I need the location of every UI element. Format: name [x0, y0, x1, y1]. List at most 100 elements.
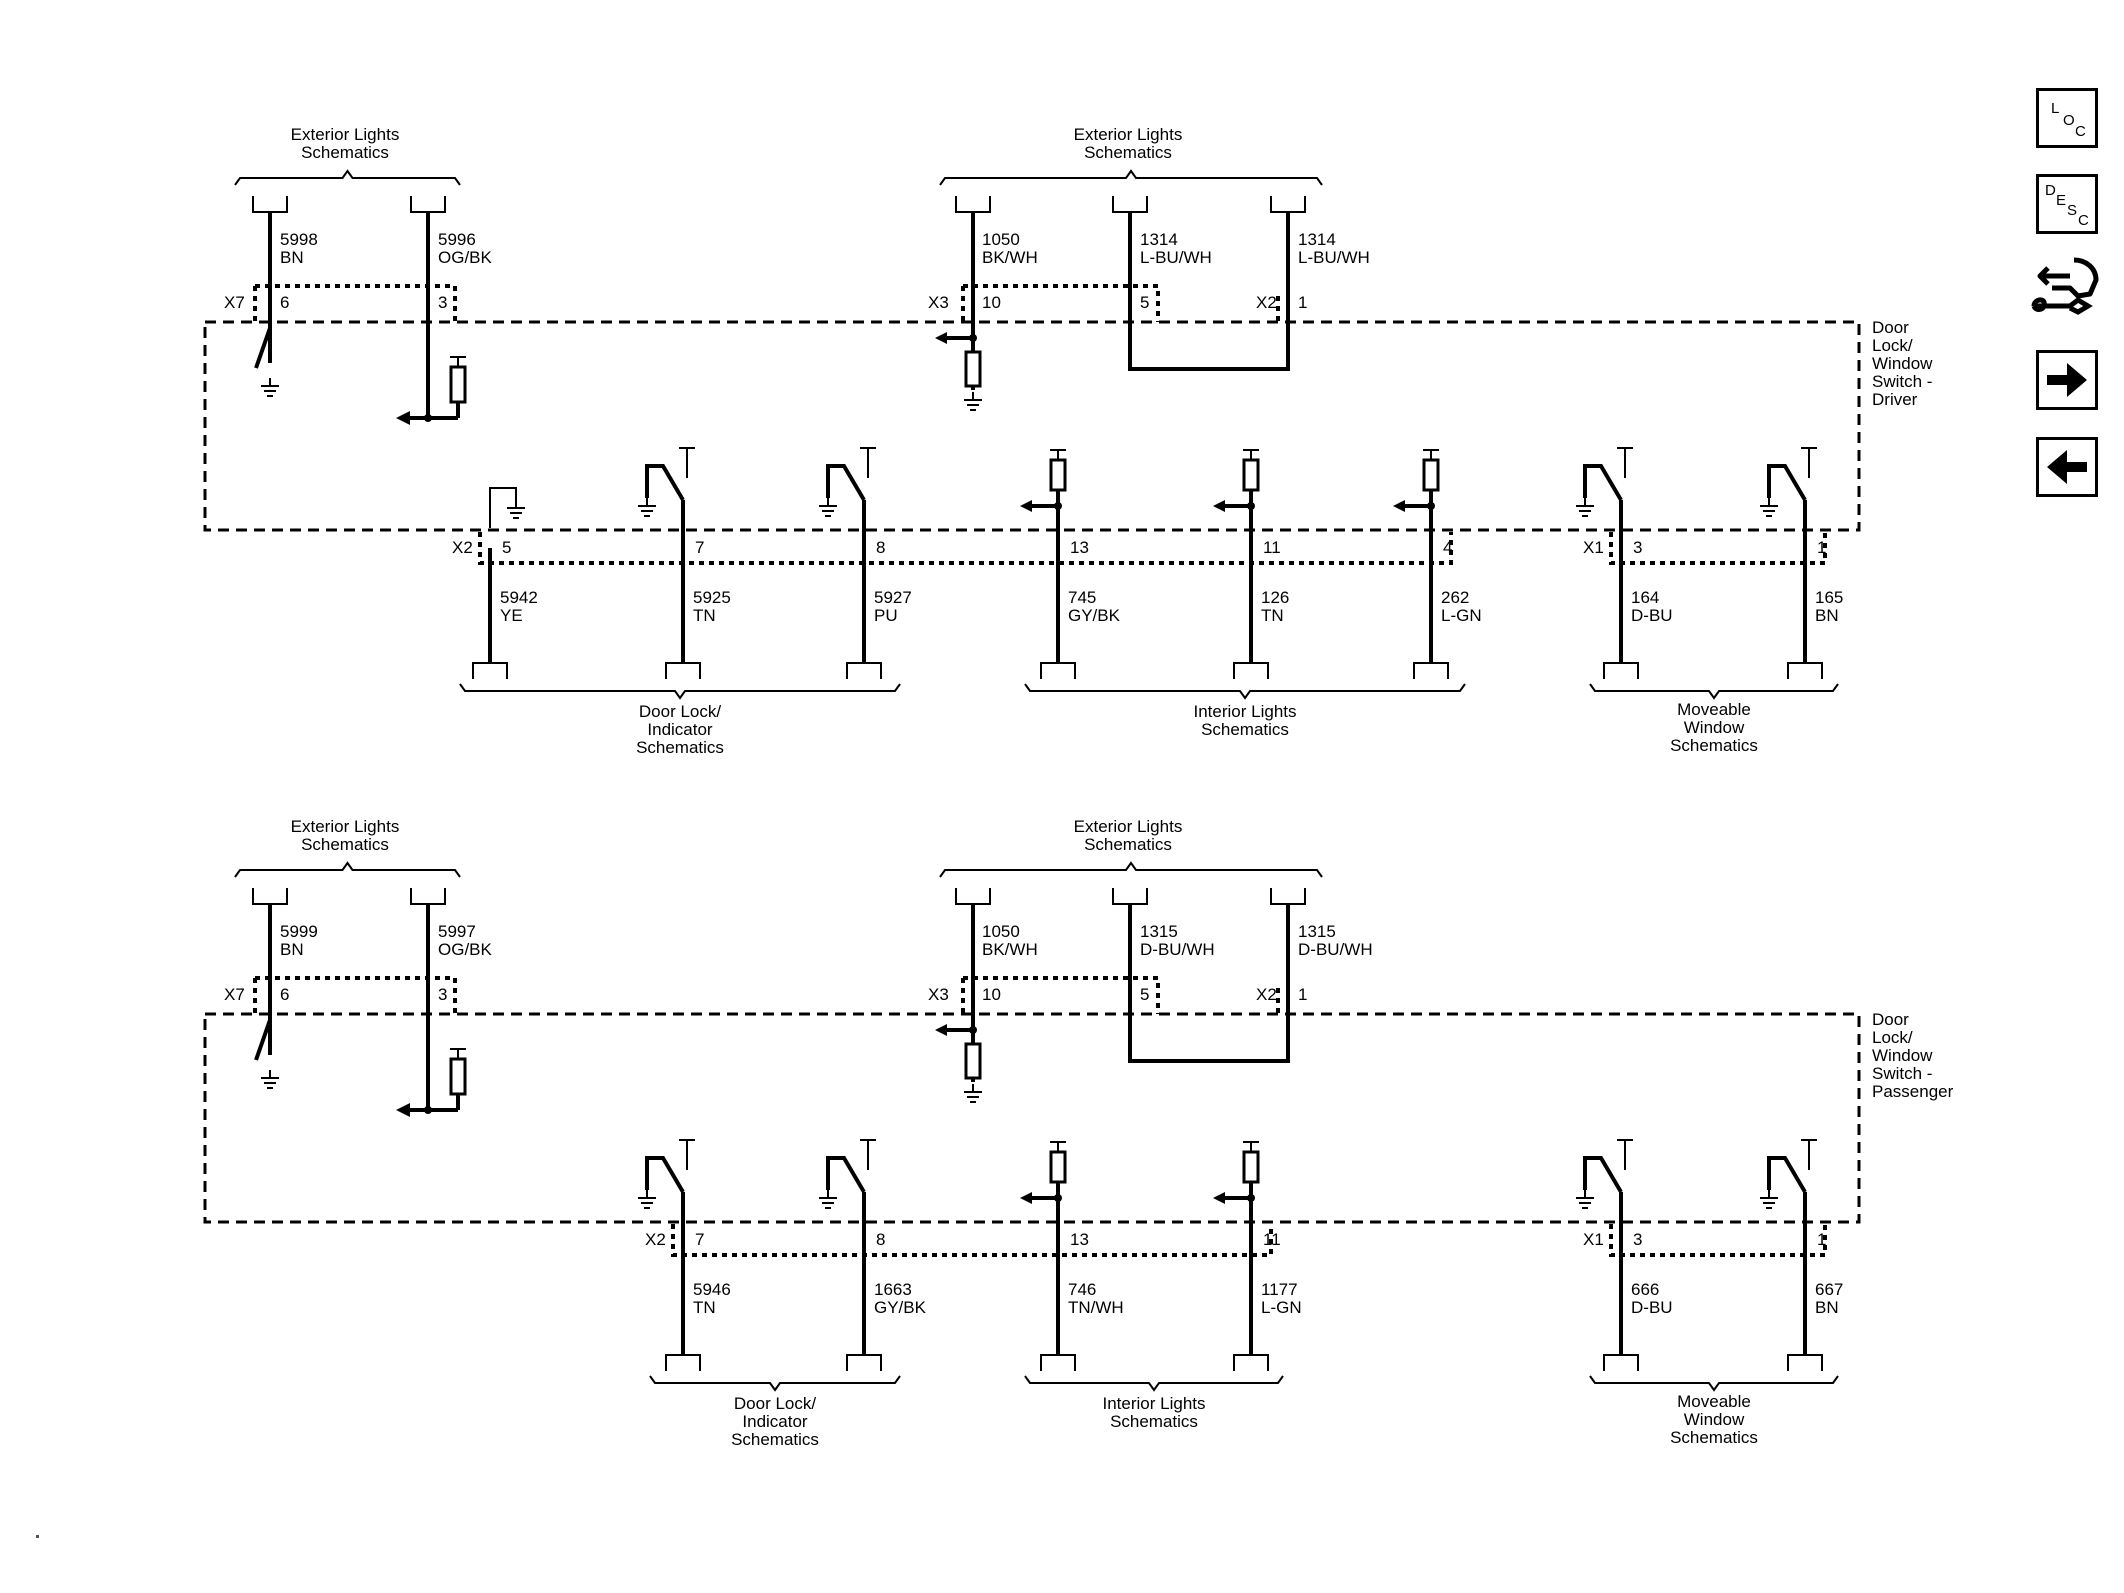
- connector-outline: [478, 532, 1453, 565]
- arrow-left-mini-icon: [1020, 500, 1032, 512]
- connector-id-x2: X2: [1256, 985, 1277, 1004]
- splice-dot: [1054, 1194, 1062, 1202]
- arrow-left-icon: [2047, 450, 2087, 484]
- wire-color: BK/WH: [982, 940, 1038, 959]
- splice-dot: [1247, 1194, 1255, 1202]
- driver-interior-label-line: Interior Lights: [1194, 702, 1297, 721]
- arrow-left-mini-icon: [1393, 500, 1405, 512]
- ground-icon: [638, 1190, 656, 1209]
- voltage-supply-icon: [1243, 1141, 1259, 1152]
- pin-number: 11: [1263, 538, 1281, 557]
- page-mark: [36, 1535, 39, 1538]
- connector-icon[interactable]: [2030, 254, 2100, 326]
- wire-color: TN: [693, 1298, 716, 1317]
- ground-lead: [489, 487, 517, 528]
- switch-icon: [819, 1139, 876, 1240]
- loc-char-2: O: [2063, 112, 2075, 129]
- connector-id-x2: X2: [645, 1230, 666, 1249]
- door-lock-brace: [649, 1375, 901, 1392]
- passenger-ext-left-title-line: Exterior Lights: [291, 817, 400, 836]
- splice-dot: [424, 1106, 432, 1114]
- pin-number: 8: [876, 538, 885, 557]
- driver-module-section: Exterior LightsSchematics5998BN5996OG/BK…: [203, 125, 1933, 757]
- pin-number: 5: [1140, 293, 1149, 312]
- circuit-number: 5999: [280, 922, 318, 941]
- desc-button[interactable]: D E S C: [2036, 174, 2098, 234]
- passenger-window-label-line: Window: [1684, 1410, 1745, 1429]
- voltage-supply-icon: [1243, 449, 1259, 460]
- pull-up-input-icon: [1020, 1141, 1067, 1240]
- passenger-ext-left-title-line: Schematics: [301, 835, 389, 854]
- desc-char-3: S: [2067, 202, 2077, 219]
- door-lock-brace: [459, 683, 901, 700]
- circuit-number: 1663: [874, 1280, 912, 1299]
- connector-id-x1: X1: [1583, 1230, 1604, 1249]
- connector-id-x7: X7: [224, 293, 245, 312]
- circuit-number: 126: [1261, 588, 1289, 607]
- connector-terminal-icon: [1233, 1354, 1269, 1371]
- circuit-number: 1314: [1298, 230, 1336, 249]
- resistor-icon: [964, 350, 982, 388]
- loc-button[interactable]: L O C: [2036, 88, 2098, 148]
- resistor-icon: [964, 1042, 982, 1080]
- resistor-icon: [449, 1057, 467, 1096]
- passenger-window-label-line: Schematics: [1670, 1428, 1758, 1447]
- connector-terminal-icon: [665, 1354, 701, 1371]
- voltage-supply-icon: [1617, 1139, 1633, 1150]
- module-boundary: [203, 1012, 1861, 1224]
- passenger-window-label-line: Moveable: [1677, 1392, 1751, 1411]
- circuit-number: 1177: [1261, 1280, 1298, 1299]
- interior-lights-brace: [1024, 683, 1466, 700]
- pin-number: 6: [280, 985, 289, 1004]
- passenger-module-label-line: Switch -: [1872, 1064, 1932, 1083]
- connector-terminal-icon: [252, 196, 288, 213]
- wire-color: L-BU/WH: [1298, 248, 1370, 267]
- next-page-button[interactable]: [2036, 350, 2098, 410]
- connector-terminal-icon: [665, 662, 701, 679]
- connector-terminal-icon: [846, 662, 882, 679]
- connector-terminal-icon: [410, 196, 446, 213]
- pin-number: 5: [1140, 985, 1149, 1004]
- connector-terminal-icon: [1603, 662, 1639, 679]
- schematics-brace: [234, 169, 461, 186]
- voltage-supply-icon: [1050, 1141, 1066, 1152]
- switch-icon: [1576, 447, 1633, 548]
- resistor-icon: [1422, 458, 1440, 492]
- splice-dot: [424, 414, 432, 422]
- circuit-number: 1050: [982, 922, 1020, 941]
- driver-window-label-line: Schematics: [1670, 736, 1758, 755]
- connector-terminal-icon: [472, 662, 508, 679]
- wire-color: D-BU: [1631, 1298, 1673, 1317]
- driver-door-lock-label-line: Schematics: [636, 738, 724, 757]
- arrow-left-mini-icon: [935, 1024, 947, 1036]
- desc-char-2: E: [2056, 192, 2066, 209]
- circuit-number: 164: [1631, 588, 1659, 607]
- passenger-exterior-lights-left: Exterior LightsSchematics5999BN5997OG/BK…: [224, 817, 493, 1117]
- driver-door-lock-label-line: Indicator: [647, 720, 713, 739]
- ground-icon: [1576, 498, 1594, 517]
- ground-icon: [507, 500, 525, 519]
- wire-color: GY/BK: [874, 1298, 927, 1317]
- resistor-icon: [1049, 458, 1067, 492]
- pin-number: 10: [982, 293, 1001, 312]
- connector-terminal-icon: [1603, 1354, 1639, 1371]
- connector-outline: [963, 976, 1160, 1014]
- voltage-supply-icon: [679, 447, 695, 458]
- passenger-ext-mid-title-line: Exterior Lights: [1074, 817, 1183, 836]
- prev-page-button[interactable]: [2036, 437, 2098, 497]
- switch-blade: [254, 327, 272, 369]
- wire-color: PU: [874, 606, 898, 625]
- wire-color: L-GN: [1261, 1298, 1302, 1317]
- pin-number: 1: [1817, 1230, 1826, 1249]
- passenger-module-label-line: Door: [1872, 1010, 1909, 1029]
- driver-door-lock-label-line: Door Lock/: [639, 702, 721, 721]
- switch-blade: [645, 1156, 685, 1194]
- voltage-supply-icon: [679, 1139, 695, 1150]
- ground-icon: [261, 378, 279, 397]
- moveable-window-brace: [1589, 1375, 1839, 1392]
